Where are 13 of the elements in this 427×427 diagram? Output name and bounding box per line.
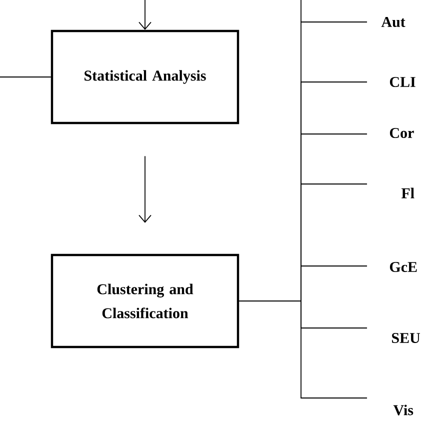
connector-line xyxy=(138,156,152,223)
label-text: CLI xyxy=(390,76,416,88)
process-box: Clustering and Classification xyxy=(50,254,240,348)
connector-line xyxy=(0,76,52,78)
process-box: Statistical Analysis xyxy=(50,30,240,124)
label-text: GcE xyxy=(390,262,417,272)
label-text: Aut xyxy=(381,16,406,28)
label-text: Cor xyxy=(390,128,414,138)
connector-line xyxy=(238,300,368,398)
connector-line xyxy=(138,0,152,30)
label-text: Fl xyxy=(401,188,414,198)
label-text: SEU xyxy=(392,332,420,344)
label-text: Vis xyxy=(393,404,414,416)
